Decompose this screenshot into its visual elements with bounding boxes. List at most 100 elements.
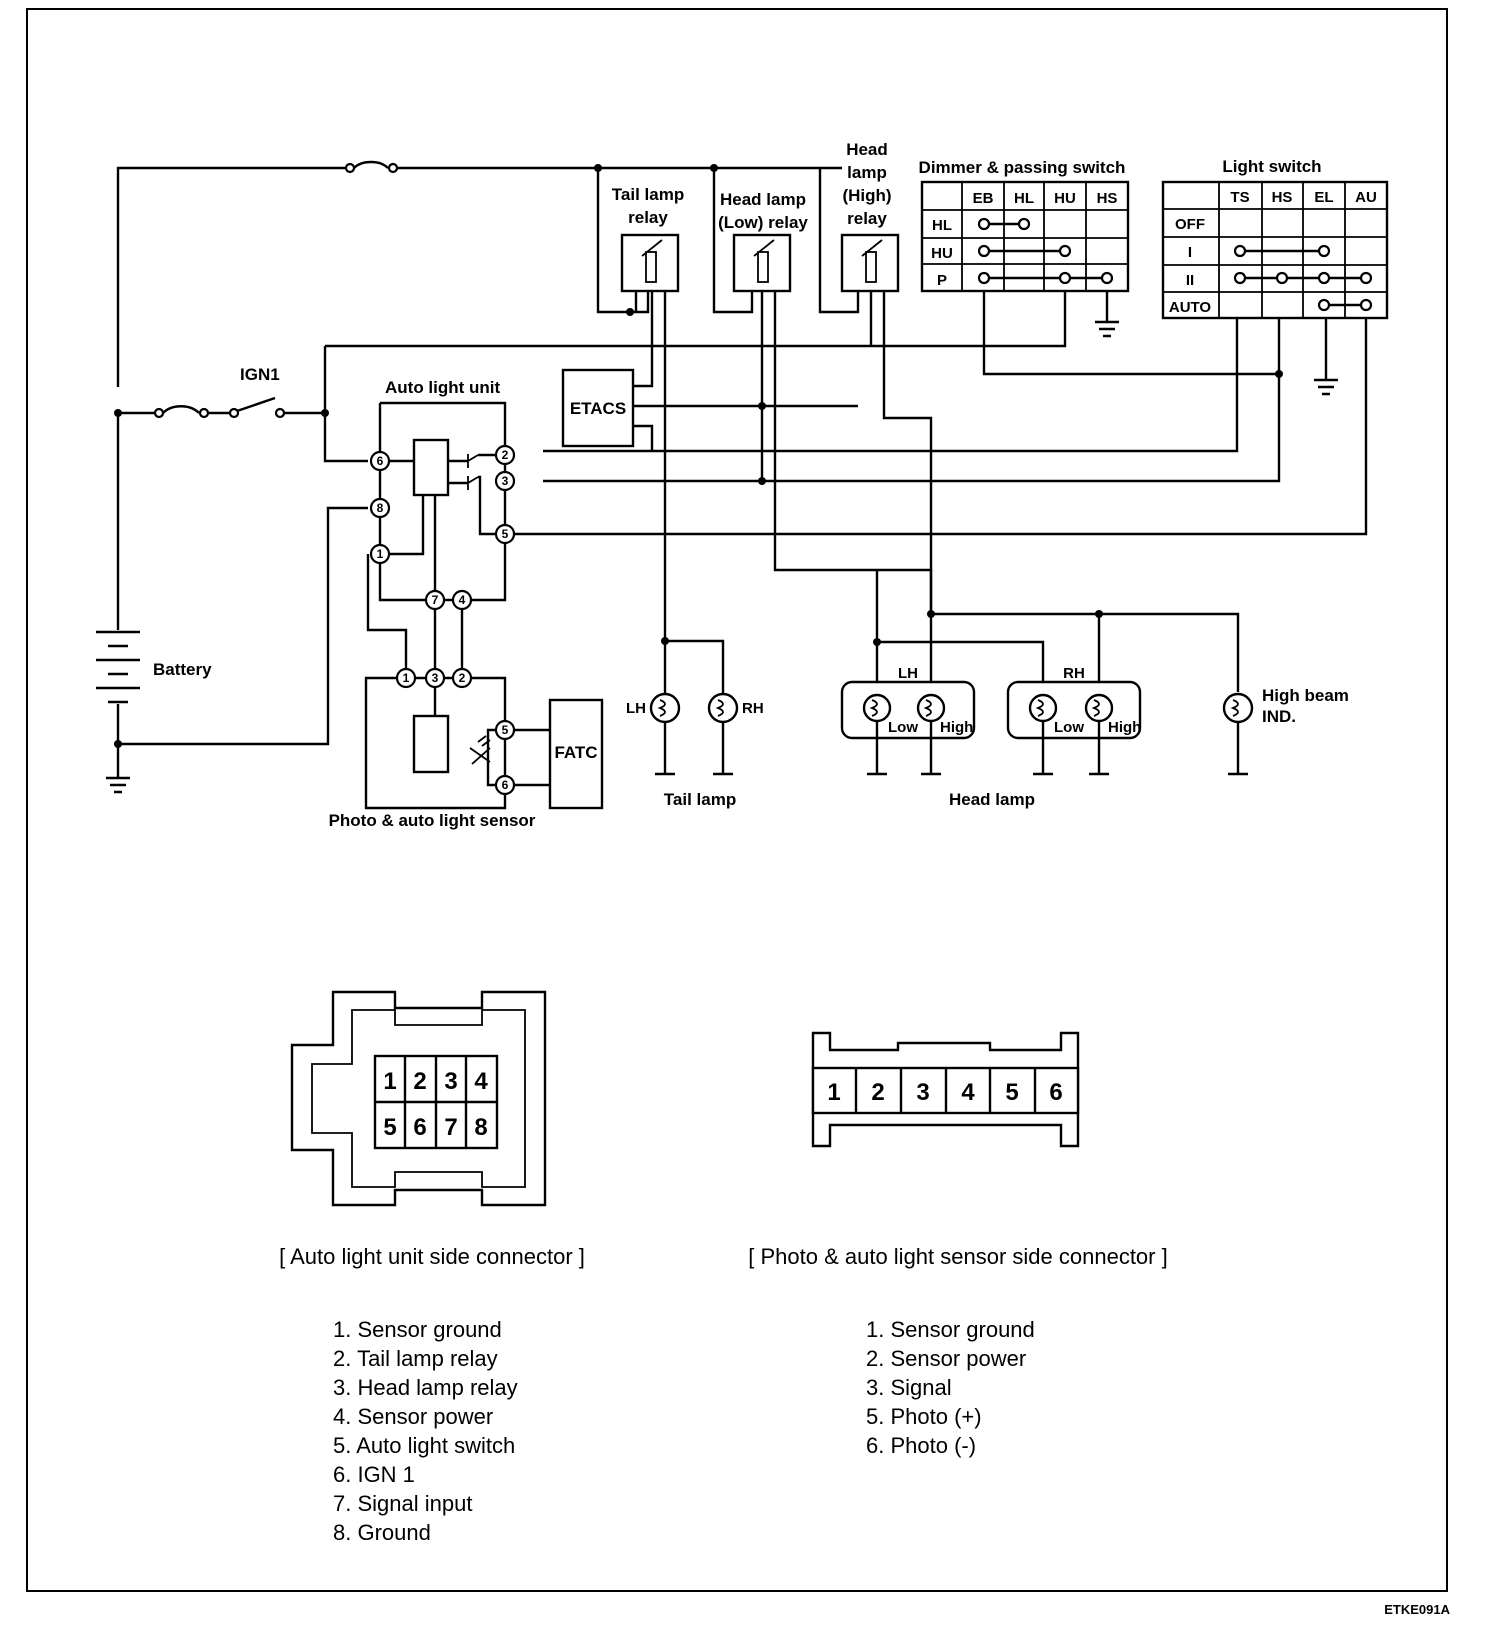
svg-text:[ Photo & auto light sensor si: [ Photo & auto light sensor side connect… [748,1244,1167,1269]
svg-text:3: 3 [916,1079,929,1106]
svg-text:Auto light unit: Auto light unit [385,378,501,397]
dimmer-passing-switch: Dimmer & passing switch EB HL HU HS HL H… [919,158,1130,338]
svg-text:6: 6 [1049,1079,1062,1106]
svg-text:relay: relay [847,209,887,228]
svg-text:2: 2 [459,671,466,685]
diagram-frame [26,8,1448,1592]
svg-text:2: 2 [871,1079,884,1106]
auto-unit-pin-legend: 1. Sensor ground 2. Tail lamp relay 3. H… [333,1317,518,1545]
svg-text:Tail lamp: Tail lamp [664,790,736,809]
svg-text:LH: LH [898,665,918,682]
svg-text:7. Signal input: 7. Signal input [333,1491,472,1516]
svg-text:5: 5 [502,723,509,737]
etacs-module: ETACS [561,291,858,451]
dimmer-col-eb: EB [973,190,994,207]
fatc-module: FATC [514,698,604,810]
svg-text:Dimmer & passing switch: Dimmer & passing switch [919,158,1126,177]
ls-row-ii: II [1186,272,1194,289]
svg-text:ETACS: ETACS [570,399,626,418]
svg-text:1: 1 [377,547,384,561]
svg-text:[ Auto light unit side connect: [ Auto light unit side connector ] [279,1244,585,1269]
ls-row-auto: AUTO [1169,299,1212,316]
svg-text:Tail lamp: Tail lamp [612,185,684,204]
svg-text:8: 8 [474,1114,487,1141]
photo-auto-light-sensor: Photo & auto light sensor [329,554,536,830]
svg-text:Head lamp: Head lamp [720,190,806,209]
ls-col-el: EL [1314,189,1333,206]
svg-text:8: 8 [377,501,384,515]
svg-text:Head lamp: Head lamp [949,790,1035,809]
tail-lamp-relay: Tail lamp relay [596,168,684,316]
svg-text:IGN1: IGN1 [240,365,280,384]
ls-col-ts: TS [1230,189,1249,206]
dimmer-row-hl: HL [932,217,952,234]
auto-light-unit: Auto light unit [378,378,507,602]
svg-text:1: 1 [403,671,410,685]
svg-text:2: 2 [413,1068,426,1095]
svg-text:8. Ground: 8. Ground [333,1520,431,1545]
svg-text:Battery: Battery [153,660,212,679]
svg-text:4. Sensor power: 4. Sensor power [333,1404,493,1429]
svg-text:Low: Low [1054,719,1084,736]
sensor-connector: 1 2 3 4 5 6 [ Photo & auto light sensor … [748,1031,1168,1269]
svg-text:2. Tail lamp relay: 2. Tail lamp relay [333,1346,498,1371]
head-lamp-low-relay: Head lamp (Low) relay [712,168,808,314]
svg-text:(High): (High) [842,186,891,205]
svg-text:Photo & auto light sensor: Photo & auto light sensor [329,811,536,830]
svg-text:Light switch: Light switch [1222,157,1321,176]
svg-text:3. Signal: 3. Signal [866,1375,952,1400]
svg-text:7: 7 [444,1114,457,1141]
svg-text:3: 3 [432,671,439,685]
dimmer-col-hu: HU [1054,190,1076,207]
ls-row-off: OFF [1175,216,1205,233]
svg-text:6. IGN 1: 6. IGN 1 [333,1462,415,1487]
svg-text:2. Sensor power: 2. Sensor power [866,1346,1026,1371]
svg-text:7: 7 [432,593,439,607]
svg-text:4: 4 [459,593,466,607]
sensor-pins: 1 3 2 5 6 [395,667,516,796]
auto-unit-connector: 1 2 3 4 5 6 7 8 [ Auto light unit side c… [279,990,585,1269]
ls-col-au: AU [1355,189,1377,206]
svg-text:3: 3 [502,474,509,488]
svg-text:RH: RH [1063,665,1085,682]
svg-text:RH: RH [742,700,764,717]
svg-text:6: 6 [502,778,509,792]
auto-unit-pins: 6 8 1 2 3 5 7 4 [369,444,516,611]
dimmer-col-hl: HL [1014,190,1034,207]
svg-text:4: 4 [961,1079,975,1106]
svg-text:3: 3 [444,1068,457,1095]
svg-text:(Low) relay: (Low) relay [718,213,808,232]
svg-text:1. Sensor ground: 1. Sensor ground [333,1317,502,1342]
svg-text:LH: LH [626,700,646,717]
svg-text:5: 5 [383,1114,396,1141]
svg-text:Low: Low [888,719,918,736]
battery: Battery [96,413,212,794]
svg-text:4: 4 [474,1068,488,1095]
svg-text:lamp: lamp [847,163,887,182]
dimmer-row-p: P [937,272,947,289]
dimmer-col-hs: HS [1097,190,1118,207]
svg-text:5: 5 [502,527,509,541]
svg-text:6. Photo (-): 6. Photo (-) [866,1433,976,1458]
tail-lamps: LH RH Tail lamp [626,692,764,809]
svg-text:2: 2 [502,448,509,462]
svg-text:1: 1 [383,1068,396,1095]
sensor-pin-legend: 1. Sensor ground 2. Sensor power 3. Sign… [866,1317,1035,1458]
svg-text:3. Head lamp relay: 3. Head lamp relay [333,1375,518,1400]
figure-code: ETKE091A [1384,1602,1450,1617]
svg-text:Head: Head [846,140,888,159]
high-beam-indicator: High beam IND. [1222,686,1349,776]
svg-text:5. Photo (+): 5. Photo (+) [866,1404,982,1429]
main-fuse [116,160,842,387]
svg-text:6: 6 [377,454,384,468]
ign1-switch: IGN1 [114,365,329,419]
svg-text:FATC: FATC [554,743,597,762]
svg-text:High: High [940,719,973,736]
svg-text:IND.: IND. [1262,707,1296,726]
ls-row-i: I [1188,244,1192,261]
light-switch: Light switch TS HS EL AU OFF I II AUTO [1161,157,1389,396]
dimmer-row-hu: HU [931,245,953,262]
svg-text:5. Auto light switch: 5. Auto light switch [333,1433,515,1458]
svg-text:1. Sensor ground: 1. Sensor ground [866,1317,1035,1342]
